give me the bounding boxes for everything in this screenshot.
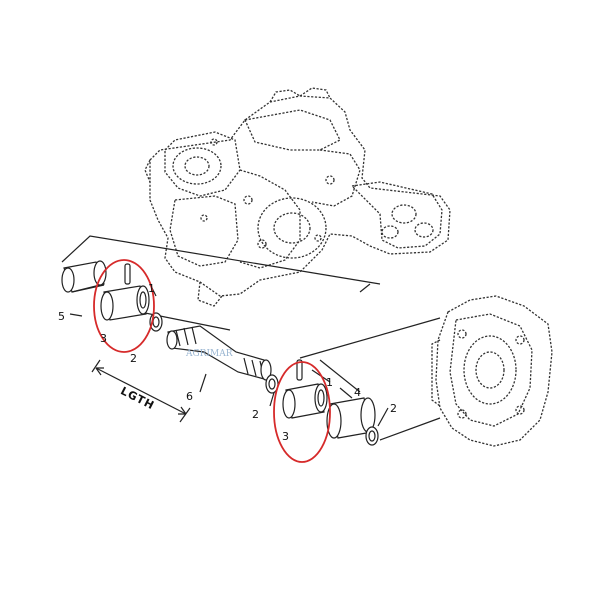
part-3-bottom-bushing: [282, 383, 328, 419]
label-part-5: 5: [58, 310, 65, 323]
label-part-3-bottom: 3: [282, 430, 289, 443]
label-part-3-top: 3: [100, 332, 107, 345]
transmission-housing: [144, 87, 451, 307]
part-5-sleeve: [61, 260, 107, 293]
highlight-circle-bottom: [273, 361, 331, 463]
length-dimension: [91, 359, 191, 423]
label-part-1-top: 1: [148, 282, 155, 295]
watermark: AGRIMAR: [185, 349, 233, 359]
label-part-6: 6: [186, 390, 193, 403]
label-part-2-top: 2: [130, 352, 137, 365]
right-housing: [431, 295, 553, 447]
leader-lines: [61, 235, 441, 441]
label-part-2-mid: 2: [252, 408, 259, 421]
part-1-top-pin: [124, 263, 131, 285]
part-2-bottom-ring: [365, 426, 379, 446]
label-part-1-bottom: 1: [326, 376, 333, 389]
label-part-4: 4: [354, 386, 361, 399]
label-lgth: LGTH: [118, 384, 156, 412]
part-1-bottom-pin: [296, 359, 303, 381]
highlight-circle-top: [93, 259, 155, 353]
part-3-top-bushing: [100, 285, 150, 321]
label-part-2-bottom: 2: [390, 402, 397, 415]
